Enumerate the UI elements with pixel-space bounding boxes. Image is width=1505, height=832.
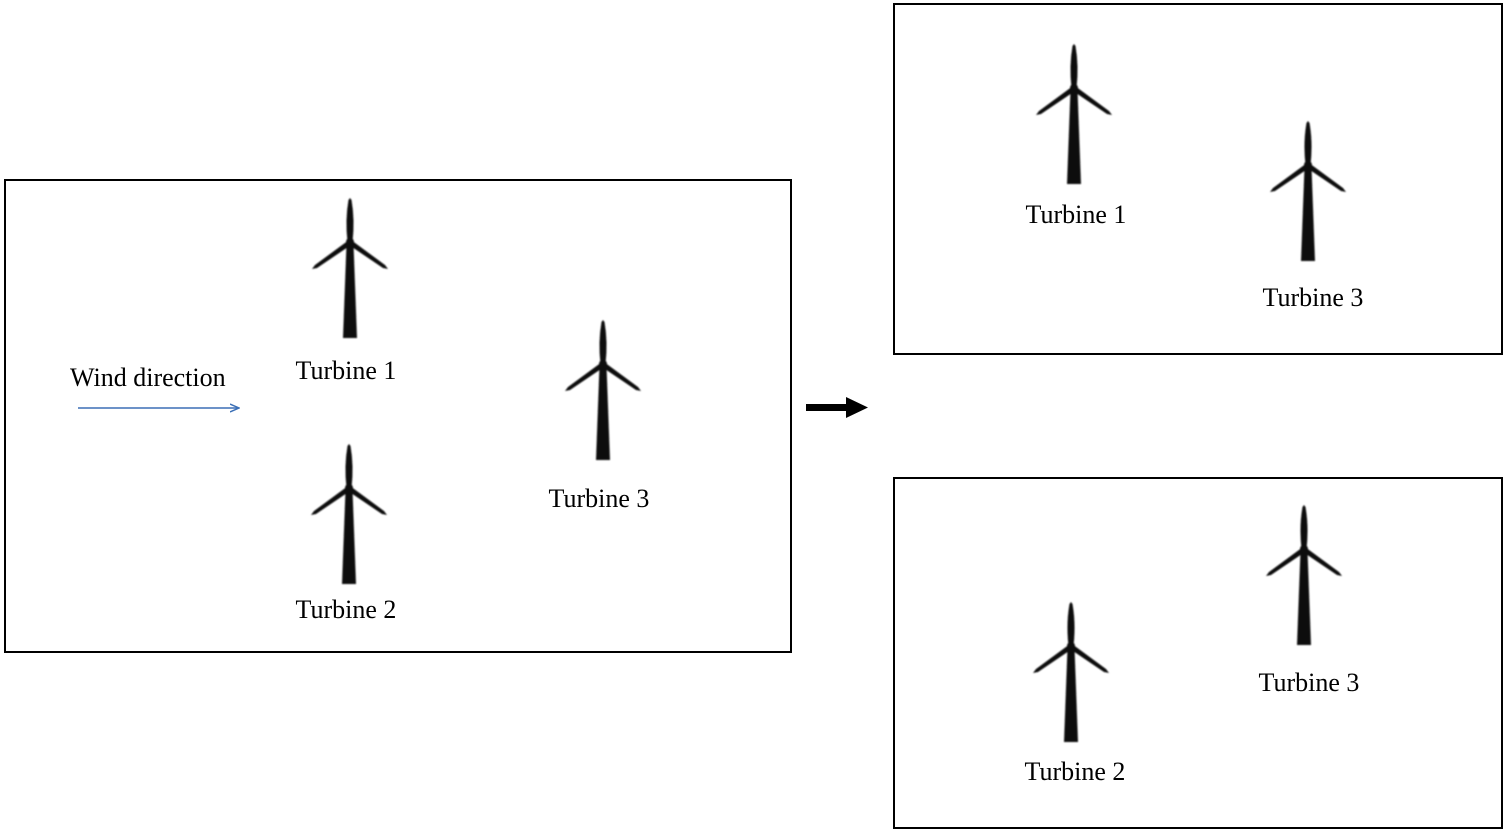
turbine-label: Turbine 3: [1263, 283, 1364, 312]
wind-turbine-icon: [1033, 602, 1109, 742]
subgroup-top-panel: Turbine 1 Turbine 3: [893, 3, 1503, 355]
turbine-2: Turbine 2: [296, 444, 397, 624]
wind-turbine-icon: [312, 198, 388, 338]
turbine-3: Turbine 3: [1259, 505, 1360, 697]
turbine-label: Turbine 1: [296, 356, 397, 385]
wind-turbine-icon: [1270, 121, 1346, 261]
turbine-label: Turbine 3: [1259, 668, 1360, 697]
turbine-label: Turbine 1: [1026, 200, 1127, 229]
turbine-2: Turbine 2: [1025, 602, 1126, 786]
turbine-1: Turbine 1: [296, 198, 397, 385]
turbine-label: Turbine 2: [296, 595, 397, 624]
original-layout-panel: Wind direction Turbine 1 Turbine 2 Turbi…: [4, 179, 792, 653]
wind-turbine-icon: [311, 444, 387, 584]
arrow-right-icon: [806, 397, 868, 418]
turbine-1: Turbine 1: [1026, 44, 1127, 229]
subgroup-top-frame: [893, 3, 1503, 355]
wind-turbine-icon: [565, 320, 641, 460]
subgroup-bottom-frame: [893, 477, 1503, 829]
turbine-label: Turbine 3: [549, 484, 650, 513]
wind-turbine-icon: [1036, 44, 1112, 184]
original-layout-frame: [4, 179, 792, 653]
turbine-3: Turbine 3: [549, 320, 650, 513]
wind-turbine-icon: [1266, 505, 1342, 645]
turbine-3: Turbine 3: [1263, 121, 1364, 312]
turbine-label: Turbine 2: [1025, 757, 1126, 786]
subgroup-bottom-panel: Turbine 2 Turbine 3: [893, 477, 1503, 829]
wind-direction-label: Wind direction: [70, 363, 226, 392]
